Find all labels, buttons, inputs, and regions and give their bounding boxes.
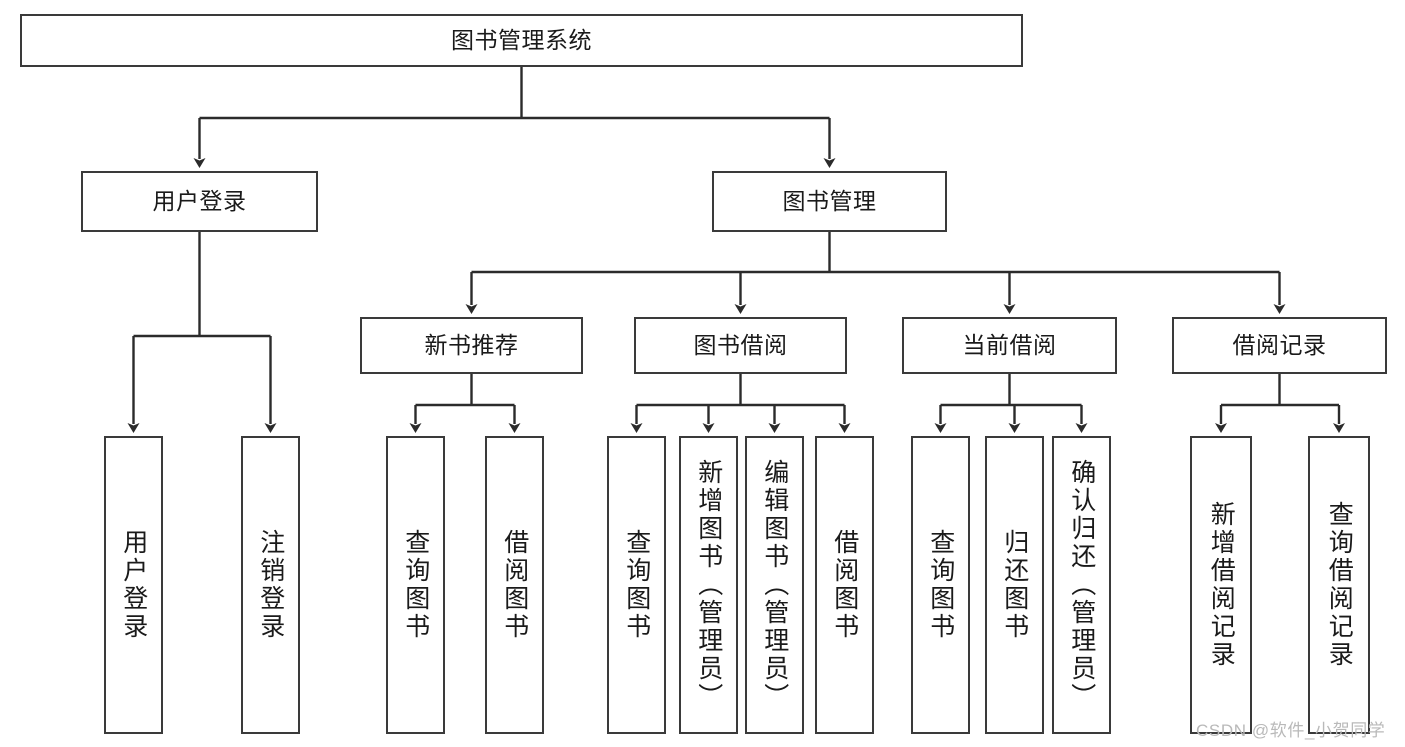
node-leaf-add-book[interactable]: 新增图书（管理员） [679, 436, 738, 734]
node-leaf-edit-book[interactable]: 编辑图书（管理员） [745, 436, 804, 734]
node-leaf-add-book-label: 新增图书（管理员） [694, 459, 723, 711]
node-leaf-confirm-return-label: 确认归还（管理员） [1067, 459, 1096, 711]
node-root-title-label: 图书管理系统 [451, 26, 592, 53]
node-leaf-query-book-1-label: 查询图书 [401, 529, 430, 641]
node-leaf-borrow-book-2[interactable]: 借阅图书 [815, 436, 874, 734]
node-current-borrow-label: 当前借阅 [962, 331, 1057, 358]
node-leaf-query-record-label: 查询借阅记录 [1325, 501, 1354, 669]
node-leaf-query-book-3-label: 查询图书 [926, 529, 955, 641]
node-leaf-user-login-label: 用户登录 [119, 529, 148, 641]
node-leaf-logout-label: 注销登录 [256, 529, 285, 641]
node-leaf-query-book-3[interactable]: 查询图书 [911, 436, 970, 734]
node-current-borrow[interactable]: 当前借阅 [902, 317, 1117, 374]
node-borrow-record-label: 借阅记录 [1232, 331, 1327, 358]
node-book-borrow-label: 图书借阅 [693, 331, 788, 358]
node-leaf-query-record[interactable]: 查询借阅记录 [1308, 436, 1370, 734]
node-leaf-query-book-2-label: 查询图书 [622, 529, 651, 641]
watermark-text: CSDN @软件_小贺同学 [1196, 721, 1386, 740]
node-user-login-label: 用户登录 [152, 187, 247, 214]
node-book-manage-label: 图书管理 [782, 187, 877, 214]
node-book-borrow[interactable]: 图书借阅 [634, 317, 847, 374]
node-leaf-edit-book-label: 编辑图书（管理员） [760, 459, 789, 711]
node-leaf-borrow-book-2-label: 借阅图书 [830, 529, 859, 641]
node-leaf-return-book-label: 归还图书 [1000, 529, 1029, 641]
node-root-title[interactable]: 图书管理系统 [20, 14, 1023, 67]
node-book-manage[interactable]: 图书管理 [712, 171, 947, 232]
node-leaf-add-record-label: 新增借阅记录 [1207, 501, 1236, 669]
node-user-login[interactable]: 用户登录 [81, 171, 318, 232]
node-leaf-borrow-book-1[interactable]: 借阅图书 [485, 436, 544, 734]
node-borrow-record[interactable]: 借阅记录 [1172, 317, 1387, 374]
node-new-book-rec-label: 新书推荐 [424, 331, 519, 358]
node-leaf-query-book-1[interactable]: 查询图书 [386, 436, 445, 734]
node-leaf-user-login[interactable]: 用户登录 [104, 436, 163, 734]
node-leaf-return-book[interactable]: 归还图书 [985, 436, 1044, 734]
node-leaf-logout[interactable]: 注销登录 [241, 436, 300, 734]
node-new-book-rec[interactable]: 新书推荐 [360, 317, 583, 374]
node-leaf-confirm-return[interactable]: 确认归还（管理员） [1052, 436, 1111, 734]
node-leaf-borrow-book-1-label: 借阅图书 [500, 529, 529, 641]
node-leaf-query-book-2[interactable]: 查询图书 [607, 436, 666, 734]
node-leaf-add-record[interactable]: 新增借阅记录 [1190, 436, 1252, 734]
